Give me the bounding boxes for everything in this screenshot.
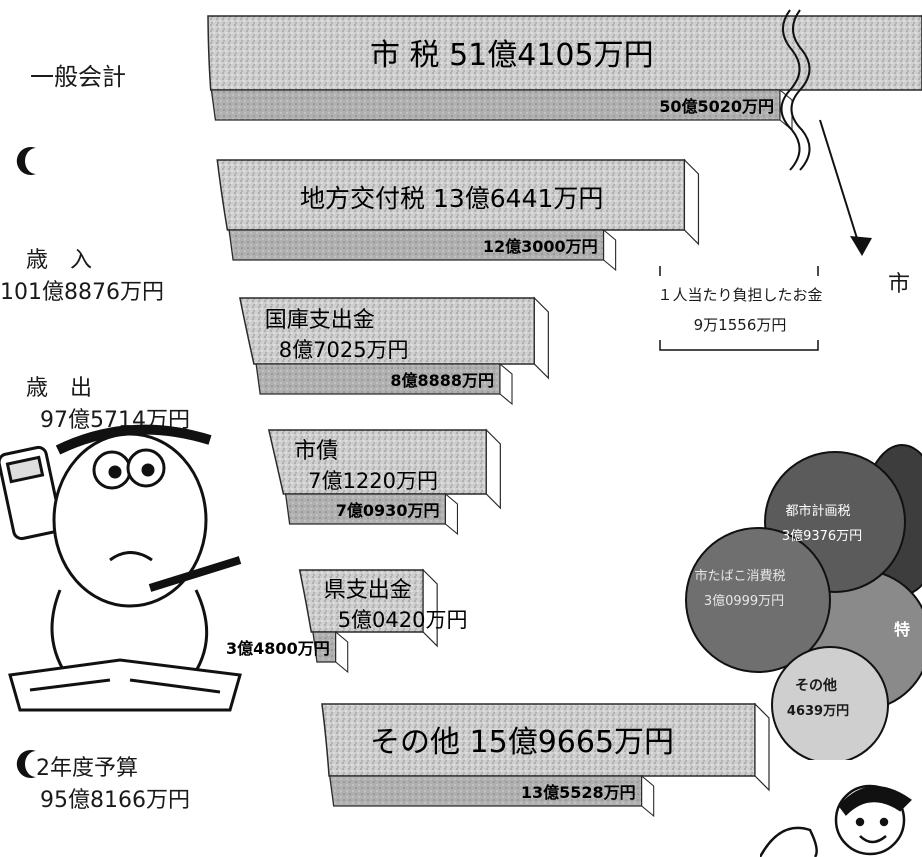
bar-value-label: 7億1220万円 [308,469,438,493]
bubble-2 [685,527,831,673]
per-person-bracket [659,266,819,351]
bar-previous-side [603,228,617,272]
bar-previous-side [641,774,655,818]
cartoon-student-illustration [0,424,242,712]
bar-category-label: その他 15億9665万円 [370,725,674,760]
bar-previous-value-label: 7億0930万円 [336,501,440,520]
crescent-icon [14,748,46,780]
section-title: 一般会計 [30,63,126,91]
bar-category-label: 市債 [294,439,338,464]
bubble-label: その他 [795,677,837,694]
bar-previous-side [499,362,513,406]
axis-break-mark [780,9,801,171]
bar-current-side [485,428,501,510]
bar-value-label: 8億7025万円 [279,338,409,362]
bar-previous-value-label: 3億4800万円 [226,639,330,658]
bar-category-label: 地方交付税 13億6441万円 [300,184,603,213]
bar-current-side [422,568,438,648]
bar-current [298,569,424,633]
pointer-arrow [819,119,861,249]
pointer-arrow-head [850,236,872,256]
bar-category-label: 市 税 51億4105万円 [370,38,654,73]
cut-off-heading: 市 [888,272,911,297]
cartoon-people-illustration [760,784,912,857]
bar-previous-side [335,630,349,674]
bar-current-side [533,296,549,380]
bar-value-label: 5億0420万円 [338,608,468,632]
bubble-value: 4639万円 [787,704,849,719]
bar-category-label: 国庫支出金 [265,308,375,333]
bar-current-side [683,158,700,246]
bar-category-label: 県支出金 [324,578,412,603]
bubble-label: 都市計画税 [785,503,850,519]
expenditure-label: 歳 出 [26,376,93,401]
bubble-value: 3億9376万円 [782,528,862,544]
bubble-label: 特 [894,620,910,639]
bar-previous-value-label: 13億5528万円 [521,783,636,802]
bar-previous-side [444,492,459,536]
bubble-3 [771,646,889,760]
prev-budget-label: 2年度予算 [36,756,138,781]
bar-previous-value-label: 12億3000万円 [483,237,598,256]
bar-previous-value-label: 8億8888万円 [390,371,494,390]
axis-break-mark [790,9,811,171]
bubble-label: 市たばこ消費税 [694,568,785,584]
per-person-label: １人当たり負担したお金 [657,286,823,304]
bubble-value: 3億0999万円 [704,593,784,609]
bar-previous-value-label: 50億5020万円 [659,97,774,116]
tax-breakdown-bubbles: 都市計画税 3億9376万円 市たばこ消費税 3億0999万円 その他 4639… [685,444,922,760]
per-person-value: 9万1556万円 [693,316,787,334]
revenue-label: 歳 入 [26,248,93,273]
bar-current-side [754,702,770,792]
revenue-value: 101億8876万円 [0,280,164,305]
prev-budget-value: 95億8166万円 [40,788,190,813]
crescent-icon [14,145,46,177]
